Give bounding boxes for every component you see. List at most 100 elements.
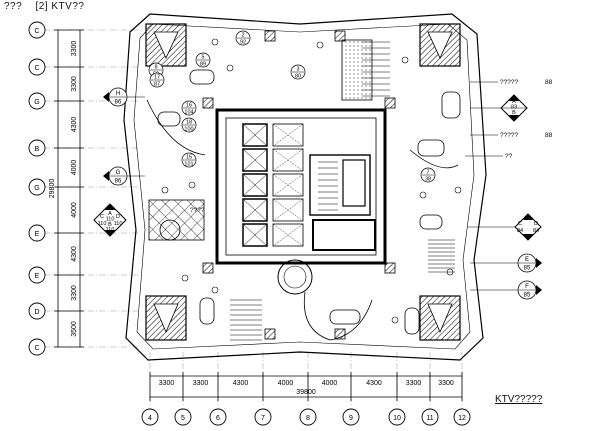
room-furniture xyxy=(146,38,462,341)
round-table xyxy=(159,219,181,241)
room-tag-r17-area: 87 xyxy=(154,82,160,88)
diamond-right-c-left-val: 84 xyxy=(517,228,523,234)
col-axis-label-5: 9 xyxy=(349,415,353,422)
diamond-right-c-left: C xyxy=(518,221,522,227)
sofa-5 xyxy=(199,297,215,325)
diamond-right-a-bottom: B xyxy=(512,110,516,116)
sofa-0 xyxy=(157,111,181,127)
elev-tag-g-value: 86 xyxy=(115,179,122,185)
row-axis-bubble-0 xyxy=(28,21,46,39)
elev-tag-e-value: 85 xyxy=(524,266,531,272)
elevator-shaft-3 xyxy=(242,198,268,222)
column-0 xyxy=(202,97,214,109)
shaft-cell-4 xyxy=(272,223,304,247)
fixture-6 xyxy=(454,186,462,194)
building-outline xyxy=(123,13,487,361)
fixture-5 xyxy=(419,191,427,199)
col-axis-label-4: 8 xyxy=(306,415,310,422)
drawing-title: ??? [2] KTV?? xyxy=(4,1,84,12)
room-tag-r16-area: 104 xyxy=(184,110,193,116)
diamond-left-big-right: D xyxy=(116,214,120,220)
column-1 xyxy=(384,97,396,109)
row-dim-value-5: 4300 xyxy=(71,246,78,262)
diamond-right-c-right-val: 84 xyxy=(533,228,539,234)
col-axis-label-8: 12 xyxy=(458,415,466,422)
col-axis-label-0: 4 xyxy=(148,415,152,422)
col-axis-bubble-7 xyxy=(421,408,439,426)
row-dim-value-3: 4000 xyxy=(71,160,78,176)
shaft-cell-0 xyxy=(272,123,304,147)
row-axis-label-1: C xyxy=(34,65,39,72)
room-tag-r17-name: 17 xyxy=(154,75,160,81)
col-axis-bubble-4 xyxy=(299,408,317,426)
room-tag-r2-area: 92 xyxy=(240,40,246,46)
col-axis-label-2: 6 xyxy=(216,415,220,422)
column-7 xyxy=(334,328,346,340)
room-tag-r8-name: 8 xyxy=(154,65,157,71)
corner-stair-inner-1 xyxy=(427,31,453,59)
elevator-cross-3 xyxy=(242,198,268,222)
room-tag-r3-name: 3 xyxy=(296,67,299,73)
diamond-right-a-arrows xyxy=(509,95,519,121)
sofa-2 xyxy=(189,69,215,85)
central-rotunda xyxy=(277,259,313,295)
drawing-title-left: ??? xyxy=(4,1,23,12)
shaft-cross-1 xyxy=(272,148,304,172)
col-axis-label-1: 5 xyxy=(181,415,185,422)
diamond-left-big-left: C xyxy=(100,214,104,220)
elevator-shaft-4 xyxy=(242,223,268,247)
elev-tag-e-letter: E xyxy=(525,257,529,263)
core-wall xyxy=(215,108,387,265)
col-dim-value-5: 4300 xyxy=(366,380,382,387)
col-dim-value-2: 4300 xyxy=(233,380,249,387)
stair-hall-north xyxy=(341,39,373,101)
col-axis-bubble-0 xyxy=(141,408,159,426)
south-curved-room xyxy=(303,291,373,341)
room-tags: 2923805898501787181001610415101738 xyxy=(148,30,436,183)
row-axis-label-8: C xyxy=(34,345,39,352)
diamond-right-a-top: A xyxy=(512,99,516,105)
sofa-6 xyxy=(404,307,420,335)
shaft-cell-3 xyxy=(272,198,304,222)
corner-stair-inner-0 xyxy=(153,31,179,59)
col-dim-value-0: 3300 xyxy=(159,380,175,387)
row-dim-value-4: 4000 xyxy=(71,202,78,218)
row-axis-label-5: E xyxy=(35,231,40,238)
note-note3-text: ?? xyxy=(505,153,513,160)
sofa-1 xyxy=(417,139,445,157)
row-axis-label-0: C xyxy=(34,28,39,35)
row-axis-label-3: B xyxy=(35,146,40,153)
elev-tag-h-value: 86 xyxy=(115,100,122,106)
east-curved-wall xyxy=(409,149,459,169)
elev-tag-f-value: 85 xyxy=(524,293,531,299)
col-dim-value-4: 4000 xyxy=(322,380,338,387)
row-axis-bubble-3 xyxy=(28,139,46,157)
fixture-2 xyxy=(181,274,189,282)
col-axis-bubble-6 xyxy=(388,408,406,426)
col-dim-value-3: 4000 xyxy=(278,380,294,387)
elevator-cross-1 xyxy=(242,148,268,172)
row-axis-bubble-4 xyxy=(28,178,46,196)
diamond-right-c-right: D xyxy=(534,221,538,227)
diamond-left-big-bottom: B xyxy=(108,222,112,228)
col-axis-label-3: 7 xyxy=(261,415,265,422)
plan-caption: KTV????? xyxy=(495,394,543,405)
diamond-left-big-top-val: 110 xyxy=(106,217,115,223)
elevator-cross-0 xyxy=(242,123,268,147)
note-note1-text: ????? xyxy=(500,79,518,86)
row-dim-value-7: 3500 xyxy=(71,321,78,337)
core-inner-wall xyxy=(225,117,377,256)
elevator-shaft-0 xyxy=(242,123,268,147)
service-lift xyxy=(342,159,366,207)
sofa-7 xyxy=(419,214,443,230)
shaft-cell-1 xyxy=(272,148,304,172)
room-tag-r5-area: 89 xyxy=(200,62,206,68)
fixture-11 xyxy=(401,56,409,64)
row-axis-bubble-8 xyxy=(28,338,46,356)
fixture-7 xyxy=(391,316,399,324)
row-axis-label-2: G xyxy=(34,99,39,106)
row-dim-value-1: 3300 xyxy=(71,76,78,92)
shaft-cross-4 xyxy=(272,223,304,247)
